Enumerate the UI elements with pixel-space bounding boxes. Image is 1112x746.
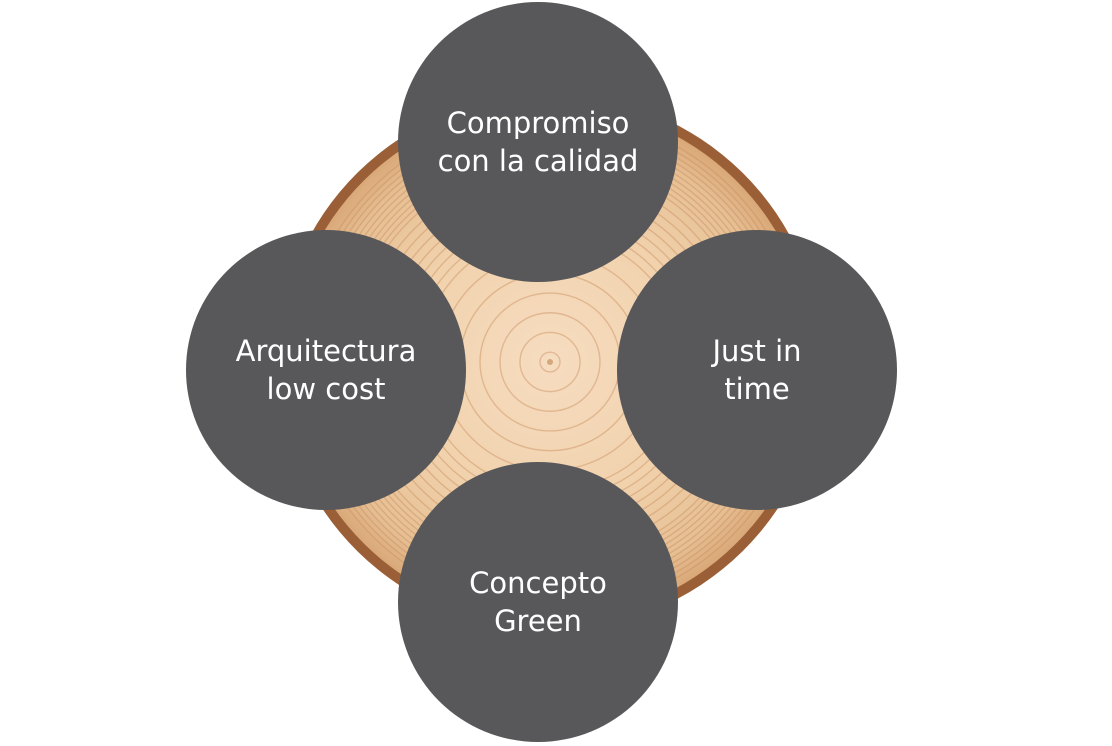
node-label-line-1: Compromiso: [446, 106, 630, 140]
node-concepto-green: Concepto Green: [398, 462, 678, 742]
node-label-line-1: Concepto: [469, 566, 607, 600]
node-label: Just in time: [647, 332, 867, 408]
wood-ring: [499, 312, 601, 412]
node-label-line-2: Green: [494, 604, 582, 638]
node-label: Compromiso con la calidad: [428, 104, 648, 180]
wood-ring: [519, 331, 581, 393]
node-label-line-2: time: [724, 372, 790, 406]
node-compromiso-calidad: Compromiso con la calidad: [398, 2, 678, 282]
node-label-line-2: low cost: [266, 372, 386, 406]
node-label-line-2: con la calidad: [437, 144, 639, 178]
node-label-line-1: Just in: [712, 334, 802, 368]
node-label: Concepto Green: [428, 564, 648, 640]
node-just-in-time: Just in time: [617, 230, 897, 510]
node-label: Arquitectura low cost: [216, 332, 436, 408]
node-label-line-1: Arquitectura: [235, 334, 417, 368]
wood-ring: [539, 351, 561, 373]
node-arquitectura-low-cost: Arquitectura low cost: [186, 230, 466, 510]
